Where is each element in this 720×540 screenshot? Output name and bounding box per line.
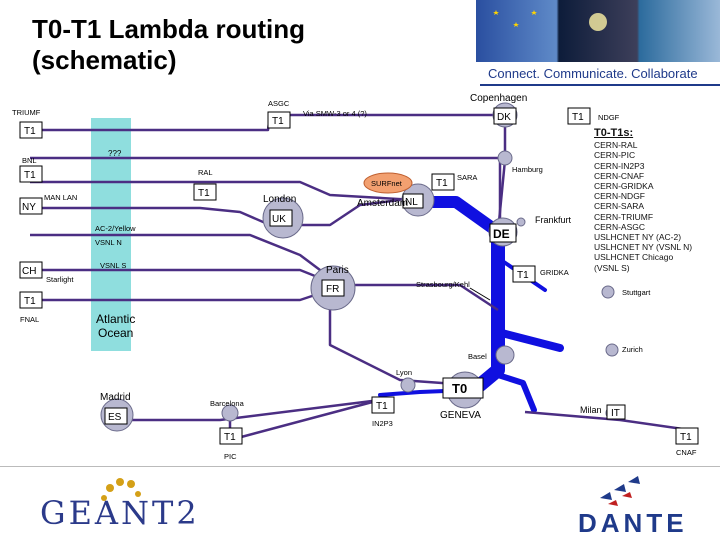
uk-label: UK <box>272 214 286 225</box>
stuttgart-label: Stuttgart <box>622 288 651 297</box>
ac2-label: AC-2/Yellow <box>95 224 136 233</box>
copenhagen-label: Copenhagen <box>470 93 527 104</box>
network-diagram: T1 DK T1 T1 T1 T1 T1 NY NL UK DE CH T1 F… <box>12 93 699 461</box>
t1-cnaf: T1 <box>680 432 692 443</box>
milan-label: Milan <box>580 405 602 415</box>
london-label: London <box>263 194 296 205</box>
t1-ndgf: T1 <box>572 112 584 123</box>
t1-list-item: USLHCNET NY (AC-2) <box>594 232 682 243</box>
t0-t1-list-heading: T0-T1s: <box>594 127 634 139</box>
node-zurich <box>605 343 619 357</box>
node-stuttgart <box>601 285 615 299</box>
t1-list-item: CERN-TRIUMF <box>594 211 654 222</box>
t1-gridka: T1 <box>517 270 529 281</box>
t1-asgc: T1 <box>272 116 284 127</box>
t1-list-item: CERN-CNAF <box>594 170 645 181</box>
geneva-label: GENEVA <box>440 410 481 421</box>
strasbourg-arrow <box>469 287 491 301</box>
header-divider <box>480 84 720 86</box>
t1-list-item: CERN-SARA <box>594 201 645 212</box>
frankfurt-label: Frankfurt <box>535 215 572 225</box>
strasbourg-label: Strasbourg/Kehl <box>416 280 470 289</box>
geant2-logo-text: GEANT2 <box>40 494 200 532</box>
starlight-label: Starlight <box>46 275 74 284</box>
in2p3-label: IN2P3 <box>372 419 393 428</box>
via-label: Via SMW-3 or 4 (?) <box>303 109 367 118</box>
t1-ral: T1 <box>198 188 210 199</box>
t1-list-item: CERN-GRIDKA <box>594 181 654 192</box>
node-lyon <box>400 377 416 393</box>
ral-label: RAL <box>198 168 213 177</box>
basel-label: Basel <box>468 352 487 361</box>
node-discs <box>100 102 619 432</box>
amsterdam-label: Amsterdam <box>357 198 408 209</box>
atlantic-label-1: Atlantic <box>96 312 135 326</box>
es-label: ES <box>108 412 122 423</box>
t1-list-item: CERN-ASGC <box>594 221 646 232</box>
dk-label: DK <box>497 112 511 123</box>
manlan-label: MAN LAN <box>44 193 77 202</box>
hamburg-label: Hamburg <box>512 165 543 174</box>
gridka-label: GRIDKA <box>540 268 569 277</box>
footer-divider <box>0 466 720 467</box>
ny-label: NY <box>22 202 36 213</box>
asgc-label: ASGC <box>268 99 290 108</box>
madrid-label: Madrid <box>100 392 131 403</box>
t0-label: T0 <box>452 381 467 396</box>
surfnet-cloud <box>363 172 413 194</box>
geant2-logo-mark <box>101 478 141 501</box>
dante-logo-text: DANTE <box>578 508 688 538</box>
vsnls-label: VSNL S <box>100 261 126 270</box>
surfnet-label: SURFnet <box>371 179 403 188</box>
slide-title: T0-T1 Lambda routing (schematic) <box>32 14 305 75</box>
bnl-label: BNL <box>22 156 37 165</box>
lyon-label: Lyon <box>396 368 412 377</box>
fr-label: FR <box>326 284 339 295</box>
zurich-label: Zurich <box>622 345 643 354</box>
t1-list-item: CERN-NDGF <box>594 191 645 202</box>
t1-bnl: T1 <box>24 170 36 181</box>
t1-list-item: CERN-IN2P3 <box>594 160 645 171</box>
atlantic-label-2: Ocean <box>98 326 133 340</box>
ndgf-label: NDGF <box>598 113 620 122</box>
nl-label: NL <box>405 197 418 208</box>
vsnln-label: VSNL N <box>95 238 122 247</box>
node-basel <box>495 345 515 365</box>
de-label: DE <box>493 227 510 241</box>
header-banner-image <box>476 0 720 62</box>
t1-fnal: T1 <box>24 296 36 307</box>
t1-list-item: USLHCNET NY (VSNL N) <box>594 242 693 253</box>
fnal-label: FNAL <box>20 315 39 324</box>
barcelona-label: Barcelona <box>210 399 245 408</box>
node-barcelona <box>221 404 239 422</box>
ch-label: CH <box>22 266 36 277</box>
t1-pic: T1 <box>224 432 236 443</box>
t1-list-item: CERN-RAL <box>594 140 638 151</box>
paris-label: Paris <box>326 265 349 276</box>
pic-label: PIC <box>224 452 237 461</box>
t1-list-item: CERN-PIC <box>594 150 636 161</box>
dante-logo-mark <box>600 476 640 506</box>
t1-in2p3: T1 <box>376 401 388 412</box>
tagline: Connect. Communicate. Collaborate <box>488 66 698 81</box>
t1-triumf: T1 <box>24 126 36 137</box>
cnaf-label: CNAF <box>676 448 697 457</box>
it-label: IT <box>611 408 620 419</box>
t1-list-item: (VSNL S) <box>594 262 630 273</box>
t0-t1-list: T0-T1s: CERN-RAL CERN-PIC CERN-IN2P3 CER… <box>594 127 693 273</box>
node-hamburg <box>497 150 513 166</box>
triumf-label: TRIUMF <box>12 108 41 117</box>
node-frankfurt <box>516 217 526 227</box>
sara-label: SARA <box>457 173 477 182</box>
unknown-link-label: ??? <box>108 149 122 158</box>
t1-sara: T1 <box>436 178 448 189</box>
t1-list-item: USLHCNET Chicago <box>594 252 674 263</box>
